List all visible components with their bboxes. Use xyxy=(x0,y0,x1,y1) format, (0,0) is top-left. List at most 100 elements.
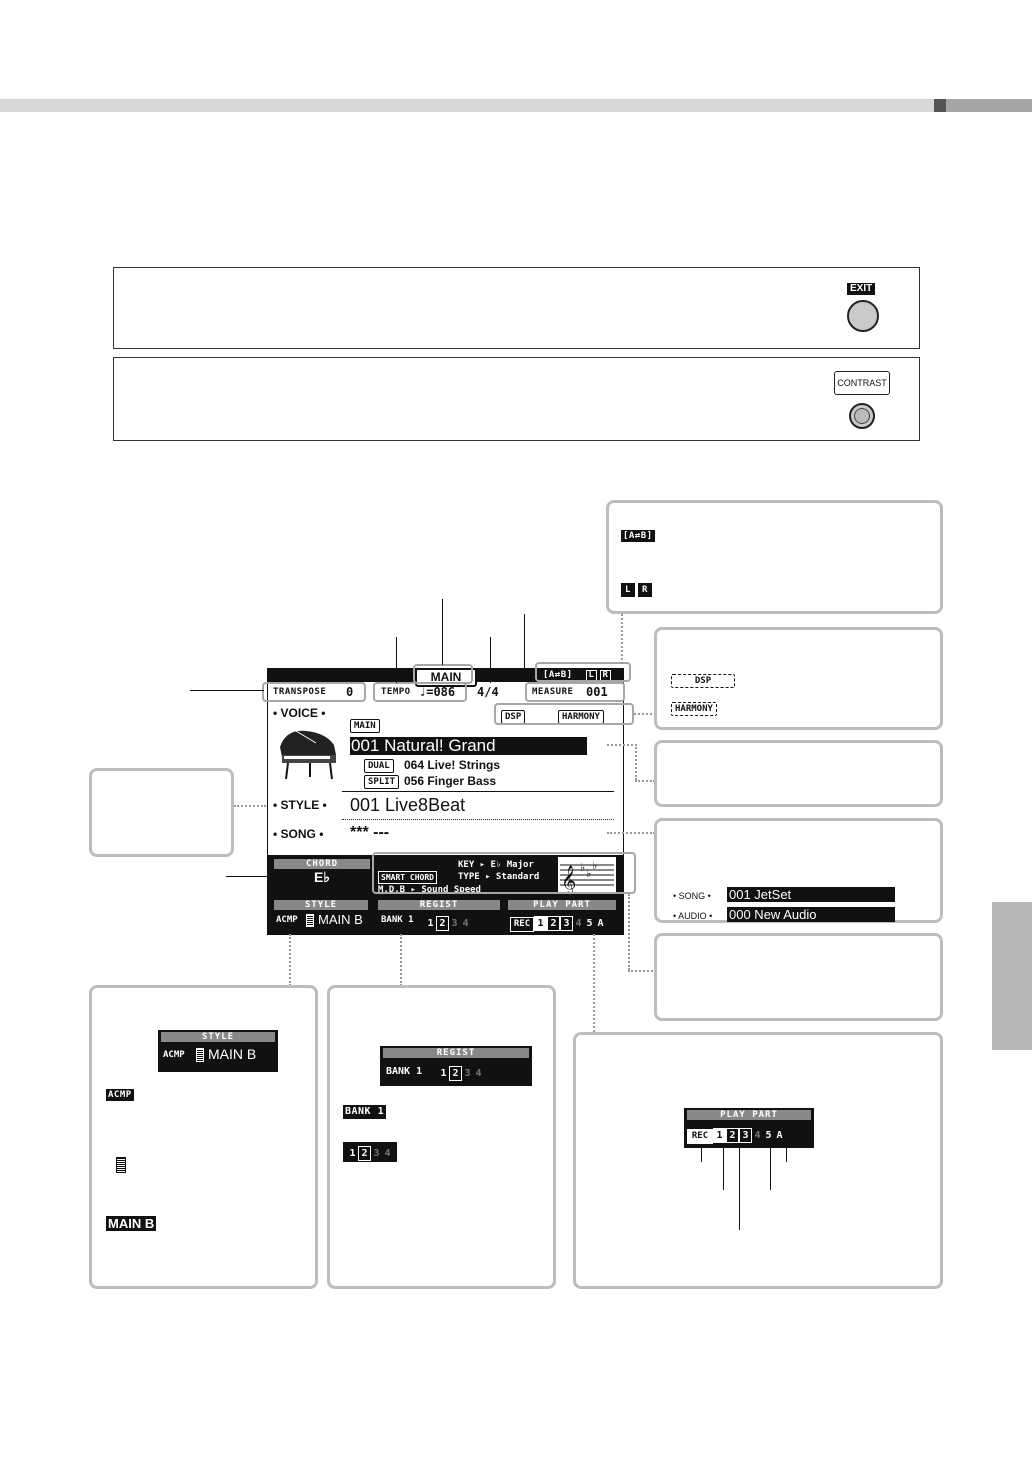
dsp-harmony-highlight xyxy=(494,703,634,725)
part-3[interactable]: 3 xyxy=(560,916,573,931)
regist-memory-icon-3: 3 xyxy=(371,1147,382,1160)
smart-chord-dotted-h xyxy=(628,970,656,972)
style-sample-acmp: ACMP xyxy=(163,1050,185,1060)
voice-panel xyxy=(654,740,943,807)
play-part-head: PLAY PART xyxy=(508,900,616,910)
split-voice-tag: SPLIT xyxy=(364,775,399,789)
ab-repeat-panel: [A⇄B] L R xyxy=(606,500,943,614)
dsp-dotted-leader xyxy=(634,713,656,715)
tempo-highlight xyxy=(373,682,467,702)
chapter-tab xyxy=(992,902,1032,1050)
play-part-sample-1: 1 xyxy=(713,1128,726,1143)
regist-sample-3: 3 xyxy=(462,1067,473,1080)
part-4[interactable]: 4 xyxy=(573,917,584,930)
ab-dotted-leader xyxy=(621,614,623,664)
smart-chord-dotted-v xyxy=(628,894,630,970)
ab-repeat-icon: [A⇄B] xyxy=(621,530,655,542)
part5-leader xyxy=(786,1148,787,1162)
chord-leader xyxy=(226,876,268,877)
measure-highlight xyxy=(525,682,625,702)
harmony-icon: HARMONY xyxy=(671,702,717,716)
song-value: *** --- xyxy=(350,824,389,842)
contrast-button[interactable] xyxy=(849,403,875,429)
rec-indicator: REC xyxy=(510,917,534,932)
contrast-button-label: CONTRAST xyxy=(834,371,890,395)
style-info-panel xyxy=(89,768,234,857)
regist-memory-2[interactable]: 2 xyxy=(436,916,449,931)
bank-icon: BANK 1 xyxy=(343,1105,386,1119)
mode-leader xyxy=(442,599,443,665)
voice-dotted-leader-h xyxy=(607,744,637,746)
regist-sample-head: REGIST xyxy=(383,1048,529,1058)
split-voice-name: 056 Finger Bass xyxy=(404,774,496,788)
part-2[interactable]: 2 xyxy=(547,916,560,931)
regist-sample-bank: BANK 1 xyxy=(386,1066,422,1077)
style-dotted-leader xyxy=(234,805,266,807)
right-icon: R xyxy=(638,583,652,597)
voice-dotted-leader-h2 xyxy=(635,780,655,782)
ab-lr-highlight xyxy=(535,662,631,682)
chord-value: E♭ xyxy=(274,869,370,886)
time-sig-leader xyxy=(490,637,491,683)
regist-section-head: REGIST xyxy=(378,900,500,910)
main-voice-tag: MAIN xyxy=(350,719,380,733)
voice-divider xyxy=(342,791,614,792)
dsp-icon: DSP xyxy=(671,674,735,688)
regist-panel-dotted xyxy=(400,934,402,986)
voice-dotted-leader-v xyxy=(635,744,637,780)
regist-sample-1: 1 xyxy=(438,1067,449,1080)
regist-memory-icon-1: 1 xyxy=(347,1147,358,1160)
play-part-sample-rec: REC xyxy=(687,1129,713,1144)
measure-leader xyxy=(524,614,525,682)
contrast-button-ring xyxy=(854,408,870,424)
exit-button-label: EXIT xyxy=(847,283,875,295)
regist-memory-icon-4: 4 xyxy=(382,1147,393,1160)
contrast-info-box: CONTRAST xyxy=(113,357,920,441)
song-audio-panel: • SONG • 001 JetSet • AUDIO • 000 New Au… xyxy=(654,818,943,923)
acmp-icon: ACMP xyxy=(106,1089,134,1101)
dsp-harmony-panel: DSP HARMONY xyxy=(654,627,943,730)
main-voice-name: 001 Natural! Grand xyxy=(350,737,587,755)
transpose-highlight xyxy=(262,682,366,702)
style-sample-section: MAIN B xyxy=(208,1046,256,1062)
regist-sample-2: 2 xyxy=(449,1066,462,1081)
style-section-head: STYLE xyxy=(274,900,368,910)
header-rule-end xyxy=(946,99,1032,112)
exit-info-box: EXIT xyxy=(113,267,920,349)
part-1[interactable]: 1 xyxy=(534,916,547,931)
song-mode-value: 001 JetSet xyxy=(727,887,895,902)
dual-voice-name: 064 Live! Strings xyxy=(404,758,500,772)
main-b-icon: MAIN B xyxy=(106,1216,156,1231)
play-part-sample-4: 4 xyxy=(752,1129,763,1142)
play-part-sample-head: PLAY PART xyxy=(687,1110,811,1120)
part-audio[interactable]: A xyxy=(595,917,606,930)
smart-chord-highlight xyxy=(372,852,636,894)
rec-leader xyxy=(701,1148,702,1162)
part4-leader xyxy=(770,1148,771,1190)
style-sample: STYLE ACMP MAIN B xyxy=(158,1030,278,1072)
dual-voice-tag: DUAL xyxy=(364,759,394,773)
transpose-leader xyxy=(190,690,264,691)
regist-memory-3[interactable]: 3 xyxy=(449,917,460,930)
header-rule-marker xyxy=(934,99,946,112)
regist-memory-1[interactable]: 1 xyxy=(425,917,436,930)
style-level-icon xyxy=(306,914,314,927)
part2-leader xyxy=(739,1148,740,1230)
part-5[interactable]: 5 xyxy=(584,917,595,930)
play-part-sample-2: 2 xyxy=(726,1128,739,1143)
style-detail-panel: STYLE ACMP MAIN B ACMP MAIN B xyxy=(89,985,318,1289)
regist-memory-4[interactable]: 4 xyxy=(460,917,471,930)
style-divider xyxy=(342,819,614,820)
exit-button[interactable] xyxy=(847,300,879,332)
header-rule xyxy=(0,99,1032,112)
chord-head: CHORD xyxy=(274,859,370,869)
regist-sample-4: 4 xyxy=(473,1067,484,1080)
